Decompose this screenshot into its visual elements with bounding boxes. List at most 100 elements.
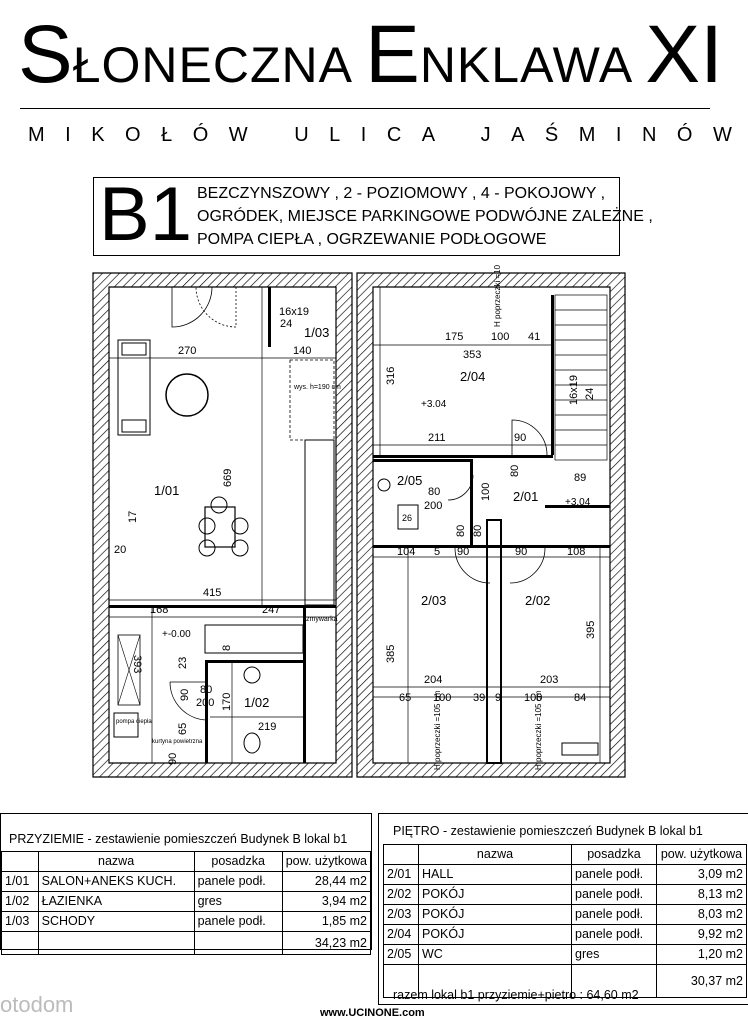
title-part: ŁONECZNA — [73, 37, 365, 93]
dimension-label: 5 — [434, 546, 440, 558]
table-cell: 1/02 — [1, 891, 39, 912]
plan-upper: 2/01 2/02 2/03 2/04 2/05 175 100 41 353 … — [356, 265, 626, 778]
dimension-label: 80 — [509, 465, 521, 477]
table-cell: panele podł. — [571, 884, 657, 905]
table-header-row: nazwa posadzka pow. użytkowa — [1, 851, 372, 872]
sink — [377, 478, 391, 492]
stairs-label: 16x19 — [568, 375, 580, 405]
radiator — [561, 742, 599, 756]
window-frame — [117, 634, 141, 706]
dimension-label: 200 — [196, 697, 214, 709]
fixture-label: zmywarka — [306, 616, 338, 623]
dimension-label: 175 — [445, 331, 463, 343]
dimension-label: 80 — [455, 525, 467, 537]
dimension-label: 90 — [515, 546, 527, 558]
table-cell: 8,03 m2 — [656, 904, 747, 925]
dimension-label: 353 — [463, 349, 481, 361]
table-cell: 28,44 m2 — [281, 871, 372, 892]
dimension-label: 100 — [524, 692, 542, 704]
door-swing — [511, 419, 548, 456]
dimension-label: 393 — [131, 655, 143, 673]
table-cell: gres — [571, 944, 657, 965]
round-table — [165, 373, 209, 417]
table-row: 2/04 POKÓJ panele podł. 9,92 m2 — [383, 924, 747, 945]
upper-wall — [486, 519, 502, 764]
table-row: 2/01 HALL panele podł. 3,09 m2 — [383, 864, 747, 885]
dimension-label: 104 — [397, 546, 415, 558]
dimension-label: 100 — [433, 692, 451, 704]
room-label: 2/05 — [397, 473, 422, 488]
table-cell: panele podł. — [571, 864, 657, 885]
dimension-label: 415 — [203, 587, 221, 599]
table-cell: SCHODY — [37, 911, 195, 932]
dimension-label: 90 — [167, 753, 179, 765]
table-cell: HALL — [418, 864, 572, 885]
table-header: nazwa — [37, 851, 195, 872]
sink — [243, 666, 261, 684]
table-header: posadzka — [571, 844, 657, 865]
ground-wall — [109, 605, 336, 608]
room-label: 1/02 — [244, 695, 269, 710]
table-cell: gres — [193, 891, 283, 912]
dimension-label: 395 — [585, 621, 597, 639]
upper-wall — [373, 545, 610, 548]
door-swing — [447, 474, 474, 501]
table-cell: 9,92 m2 — [656, 924, 747, 945]
ground-wall — [268, 287, 271, 347]
heat-pump — [113, 712, 139, 738]
dimension-label: 17 — [127, 511, 139, 523]
door-swing — [195, 286, 237, 328]
table-cell: 2/01 — [383, 864, 419, 885]
dimension-label: 26 — [402, 513, 412, 523]
room-label: 2/02 — [525, 593, 550, 608]
upper-wall — [545, 505, 610, 508]
dimension-label: 90 — [179, 689, 191, 701]
table-header: pow. użytkowa — [281, 851, 372, 872]
plan-ground: 1/01 1/02 1/03 270 669 415 168 247 393 1… — [92, 272, 353, 778]
kitchen-counter — [204, 624, 304, 654]
dimension-label: 200 — [424, 500, 442, 512]
footer-brand: www.UCINONE.com — [320, 1007, 425, 1019]
table-row: 2/03 POKÓJ panele podł. 8,03 m2 — [383, 904, 747, 925]
table-cell: POKÓJ — [418, 904, 572, 925]
fixture-label: pompa ciepła — [116, 719, 152, 725]
room-label: 1/01 — [154, 483, 179, 498]
table-cell: SALON+ANEKS KUCH. — [37, 871, 195, 892]
railing-label: H poprzeczki =105 cm — [433, 690, 442, 770]
table-header: pow. użytkowa — [656, 844, 747, 865]
stairs — [554, 294, 608, 461]
dimension-label: 168 — [150, 604, 168, 616]
title-divider — [20, 108, 710, 109]
table-caption: PIĘTRO - zestawienie pomieszczeń Budynek… — [393, 824, 703, 838]
title-part: E — [365, 9, 420, 96]
project-subtitle: MIKOŁÓW ULICA JAŚMINÓW — [28, 124, 748, 146]
dimension-label: 90 — [457, 546, 469, 558]
table-row: 2/02 POKÓJ panele podł. 8,13 m2 — [383, 884, 747, 905]
dimension-label: 90 — [514, 432, 526, 444]
dimension-label: 65 — [399, 692, 411, 704]
dimension-label: 20 — [114, 544, 126, 556]
ground-wall — [303, 608, 306, 763]
toilet — [243, 732, 261, 754]
stairs-label: 16x19 — [279, 306, 309, 318]
dimension-label: 270 — [178, 345, 196, 357]
unit-description-line: POMPA CIEPŁA , OGRZEWANIE PODŁOGOWE — [197, 231, 547, 248]
dimension-label: 9 — [495, 692, 501, 704]
table-cell: 2/04 — [383, 924, 419, 945]
room-label: 1/03 — [304, 325, 329, 340]
unit-description-box — [93, 177, 620, 256]
table-header — [1, 851, 39, 872]
dimension-label: 669 — [222, 469, 234, 487]
dimension-label: 80 — [200, 684, 212, 696]
upper-wall — [373, 459, 473, 462]
table-cell: 2/03 — [383, 904, 419, 925]
room-label: 2/04 — [460, 369, 485, 384]
upper-outer-wall — [356, 272, 626, 778]
table-cell: 8,13 m2 — [656, 884, 747, 905]
dimension-label: 211 — [428, 432, 446, 444]
dimension-label: 80 — [428, 486, 440, 498]
dimension-label: 385 — [385, 645, 397, 663]
dimension-label: 23 — [177, 657, 189, 669]
room-label: 2/01 — [513, 489, 538, 504]
title-part: NKLAWA — [420, 37, 646, 93]
